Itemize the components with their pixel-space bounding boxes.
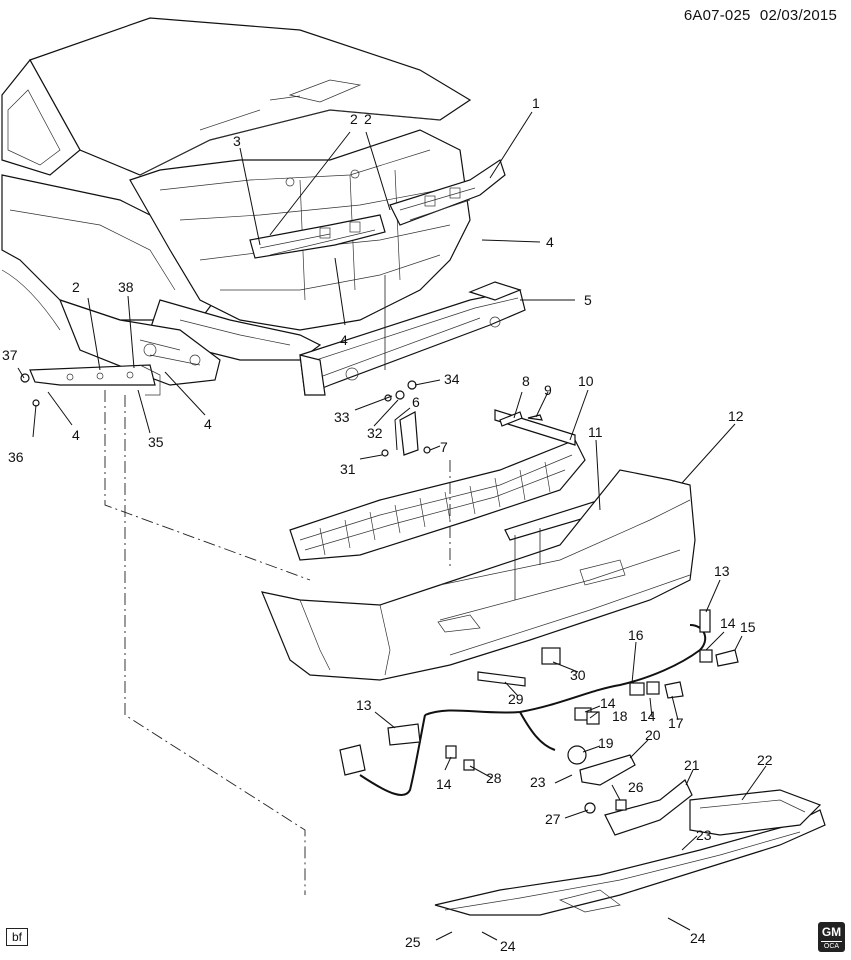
callout-31: 31	[340, 461, 356, 477]
callout-21: 21	[684, 757, 700, 773]
callout-17: 17	[668, 715, 684, 731]
callout-30: 30	[570, 667, 586, 683]
illustration-code: 6A07-025	[683, 7, 751, 24]
callout-29: 29	[508, 691, 524, 707]
callout-23a: 23	[530, 774, 546, 790]
callout-4b: 4	[340, 332, 348, 348]
callout-2c: 2	[72, 279, 80, 295]
callout-11: 11	[588, 424, 603, 440]
callout-15: 15	[740, 619, 756, 635]
callout-2b: 2	[364, 111, 372, 127]
callout-13a: 13	[714, 563, 730, 579]
callout-14c: 14	[640, 708, 656, 724]
wiring-harness	[339, 609, 711, 796]
callout-14b: 14	[600, 695, 616, 711]
callout-13b: 13	[356, 697, 372, 713]
callout-19: 19	[598, 735, 614, 751]
callout-36: 36	[8, 449, 24, 465]
callout-28: 28	[486, 770, 502, 786]
callout-25: 25	[405, 934, 421, 950]
vehicle-rear-body	[1, 17, 472, 386]
diagram-tag: bf	[6, 928, 28, 946]
callout-3: 3	[233, 133, 241, 149]
bumper-fascia	[261, 469, 696, 681]
callout-8: 8	[522, 373, 530, 389]
callout-4a: 4	[546, 234, 554, 250]
callout-35: 35	[148, 434, 164, 450]
callout-26: 26	[628, 779, 644, 795]
callout-9: 9	[544, 382, 552, 398]
callout-22: 22	[757, 752, 773, 768]
leader-lines	[17, 111, 767, 941]
fog-lamp-assembly	[567, 745, 693, 836]
diagram-header: 6A07-025 02/03/2015	[684, 7, 837, 24]
callout-23b: 23	[696, 827, 712, 843]
callout-16: 16	[628, 627, 644, 643]
lower-valance	[434, 789, 826, 916]
callout-38: 38	[118, 279, 134, 295]
impact-bar	[299, 281, 526, 396]
callout-4c: 4	[72, 427, 80, 443]
callout-4d: 4	[204, 416, 212, 432]
callout-20: 20	[645, 727, 661, 743]
callout-33: 33	[334, 409, 350, 425]
callout-7: 7	[440, 439, 448, 455]
callout-34: 34	[444, 371, 460, 387]
callout-18: 18	[612, 708, 628, 724]
callout-5: 5	[584, 292, 592, 308]
energy-absorber	[289, 409, 586, 561]
gm-oca-logo: GM OCA	[818, 922, 845, 952]
callout-27: 27	[545, 811, 561, 827]
callout-24b: 24	[690, 930, 706, 946]
license-lamp	[541, 647, 561, 665]
callout-14a: 14	[720, 615, 736, 631]
bracket-right	[389, 159, 506, 226]
callout-labels: 1 2 2 3 4 4 5 2 38 37 4 35 4 36 34 33 32…	[2, 95, 773, 954]
callout-24a: 24	[500, 938, 516, 954]
alignment-lines	[104, 275, 541, 895]
callout-37: 37	[2, 347, 18, 363]
illustration-date: 02/03/2015	[759, 7, 837, 24]
bracket-left	[249, 214, 386, 259]
callout-6: 6	[412, 394, 420, 410]
callout-14d: 14	[436, 776, 452, 792]
callout-1: 1	[532, 95, 540, 111]
lower-bracket-left	[29, 364, 161, 396]
small-fasteners	[20, 373, 739, 771]
callout-12: 12	[728, 408, 744, 424]
logo-line-2: OCA	[823, 943, 840, 950]
callout-2a: 2	[350, 111, 358, 127]
logo-line-1: GM	[821, 924, 842, 942]
callout-10: 10	[578, 373, 594, 389]
callout-32: 32	[367, 425, 383, 441]
reflector-strip	[477, 671, 526, 687]
